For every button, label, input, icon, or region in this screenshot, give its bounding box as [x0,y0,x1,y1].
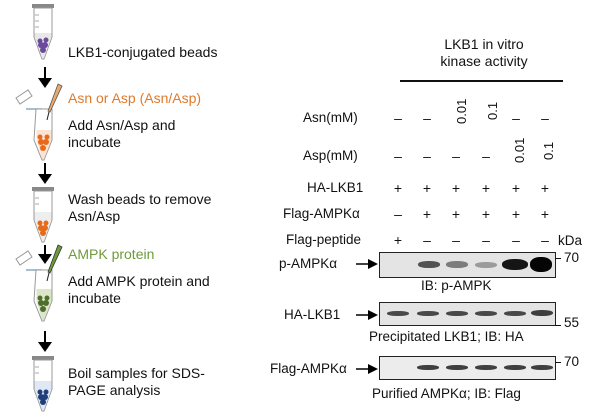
asn-lane-3: 0.01 [454,98,469,124]
ampk-tube-icon [15,244,63,322]
step-lkb1-beads: LKB1-conjugated beads [68,44,218,60]
asp-lane-5: 0.01 [512,137,527,163]
step-wash-beads: Wash beads to remove Asn/Asp [68,191,212,224]
step-ampk-reagent: AMPK protein [68,246,155,262]
arrow-down-icon [38,163,52,184]
marker-tick [555,362,561,364]
flag-ampk-lane-3: + [451,206,461,222]
asn-asp-tube-icon [15,83,63,161]
step-add-ampk: Add AMPK protein and incubate [68,273,210,306]
blot-label-ha-lkb1: HA-LKB1 [284,307,341,322]
row-label-asp: Asp(mM) [303,148,358,163]
marker-tick [555,258,561,260]
lkb1-beads-tube-icon [32,4,54,60]
ha-lane-5: + [511,180,521,196]
blot-flag-ampk [379,356,556,380]
row-label-ha-lkb1: HA-LKB1 [307,180,364,195]
flag-ampk-lane-6: + [540,206,550,222]
flag-ampk-lane-4: + [481,206,491,222]
asn-lane-1: – [394,110,402,126]
marker-55: 55 [564,315,580,330]
boil-tube-icon [32,356,54,412]
arrow-right-icon [356,364,378,374]
marker-tick [555,325,561,327]
panel-title: LKB1 in vitro kinase activity [440,36,528,69]
blot-caption-flag-ampk: Purified AMPKα; IB: Flag [372,386,521,401]
blot-label-flag-ampk: Flag-AMPKα [270,361,347,376]
asn-lane-5: – [512,110,520,126]
flag-peptide-lane-4: – [482,232,490,248]
ha-lane-3: + [451,180,461,196]
ha-lane-6: + [540,180,550,196]
asp-lane-2: – [423,148,431,164]
flag-peptide-lane-6: – [541,232,549,248]
ha-lane-2: + [422,180,432,196]
blot-p-ampk [379,252,556,278]
asn-lane-6: – [541,110,549,126]
flag-peptide-lane-5: – [512,232,520,248]
arrow-down-icon [38,245,52,264]
flag-ampk-lane-2: + [422,206,432,222]
blot-ha-lkb1 [379,302,556,326]
asp-lane-3: – [452,148,460,164]
flag-peptide-lane-1: + [393,232,403,248]
row-label-asn: Asn(mM) [303,110,358,125]
asp-lane-6: 0.1 [541,141,556,160]
blot-label-p-ampk: p-AMPKα [279,256,338,271]
asn-lane-4: 0.1 [485,101,500,120]
step-add-asn-asp: Add Asn/Asp and incubate [68,117,176,150]
marker-70-flag: 70 [564,354,580,369]
arrow-right-icon [356,259,378,269]
arrow-down-icon [38,67,52,88]
asp-lane-1: – [394,148,402,164]
arrow-down-icon [38,331,52,352]
ha-lane-1: + [393,180,403,196]
asn-lane-2: – [423,110,431,126]
row-label-flag-ampk: Flag-AMPKα [283,206,360,221]
step-boil-samples: Boil samples for SDS- PAGE analysis [68,365,205,398]
blot-caption-p-ampk: IB: p-AMPK [421,278,492,293]
flag-peptide-lane-3: – [452,232,460,248]
title-underline [400,80,563,82]
flag-peptide-lane-2: – [423,232,431,248]
row-label-flag-peptide: Flag-peptide [286,232,362,247]
asp-lane-4: – [482,148,490,164]
wash-tube-icon [32,187,54,243]
flag-ampk-lane-5: + [511,206,521,222]
marker-70: 70 [564,250,580,265]
arrow-right-icon [356,310,378,320]
kda-label: kDa [558,233,583,248]
blot-caption-ha-lkb1: Precipitated LKB1; IB: HA [369,329,524,344]
ha-lane-4: + [481,180,491,196]
flag-ampk-lane-1: – [394,206,402,222]
step-asn-asp-reagent: Asn or Asp (Asn/Asp) [68,90,202,106]
